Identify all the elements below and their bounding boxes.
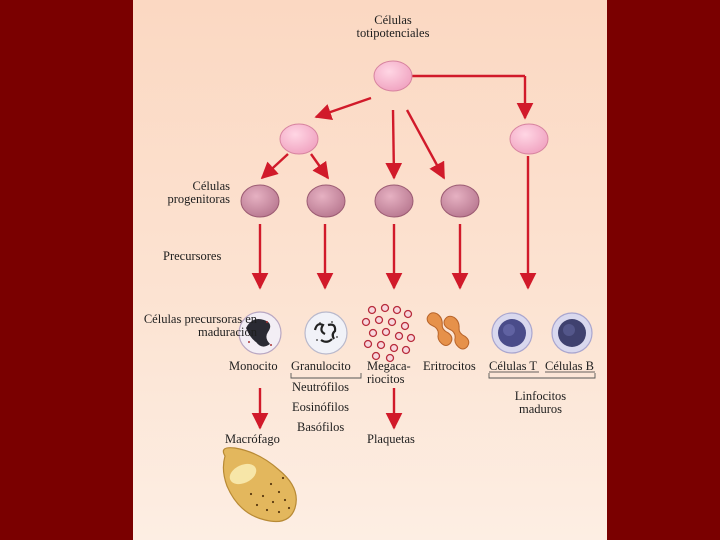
label-neutrofilos: Neutrófilos xyxy=(292,380,349,394)
progenitor-cell xyxy=(306,184,346,218)
stem-cell xyxy=(279,123,319,155)
label-monocito: Monocito xyxy=(229,359,278,373)
granulocyte-bracket xyxy=(290,373,362,379)
stem-cell xyxy=(509,123,549,155)
label-progenitors: Células progenitoras xyxy=(167,179,230,206)
label-plaquetas: Plaquetas xyxy=(367,432,415,446)
lymphocyte-bracket xyxy=(488,373,596,379)
brackets xyxy=(290,373,596,379)
label-celulas-t: Células T xyxy=(489,359,538,373)
label-megacariocitos: Megaca- riocitos xyxy=(367,359,411,386)
hematopoiesis-diagram xyxy=(222,60,596,523)
label-precursors: Precursores xyxy=(163,249,222,263)
progenitor-cell xyxy=(240,184,280,218)
label-maturing: Células precursoras en maduración xyxy=(143,312,257,339)
diagram-panel: Células totipotenciales Células progenit… xyxy=(133,0,607,540)
arrow xyxy=(385,109,403,180)
label-macrofago: Macrófago xyxy=(225,432,280,446)
granulocyte-cell xyxy=(304,311,348,355)
label-celulas-b: Células B xyxy=(545,359,594,373)
stem-cell xyxy=(373,60,413,92)
b-cell xyxy=(551,312,593,354)
arrow xyxy=(405,109,446,180)
arrow xyxy=(260,153,289,180)
title-stem-cells: Células totipotenciales xyxy=(356,13,430,40)
label-basofilos: Basófilos xyxy=(297,420,345,434)
progenitor-cell xyxy=(374,184,414,218)
label-linfocitos-maduros: Linfocitos maduros xyxy=(514,389,567,416)
progenitor-cell xyxy=(440,184,480,218)
label-eosinofilos: Eosinófilos xyxy=(292,400,349,414)
platelets-cluster xyxy=(361,303,416,363)
arrow xyxy=(310,153,329,180)
flow-arrows xyxy=(251,74,537,430)
macrophage-cell xyxy=(222,447,297,523)
t-cell xyxy=(491,312,533,354)
label-eritrocitos: Eritrocitos xyxy=(423,359,476,373)
arrow xyxy=(314,96,372,121)
monocyte-cell xyxy=(238,311,282,355)
erythrocyte-cells xyxy=(426,312,470,350)
progenitor-cells xyxy=(240,184,480,218)
label-granulocito: Granulocito xyxy=(291,359,351,373)
